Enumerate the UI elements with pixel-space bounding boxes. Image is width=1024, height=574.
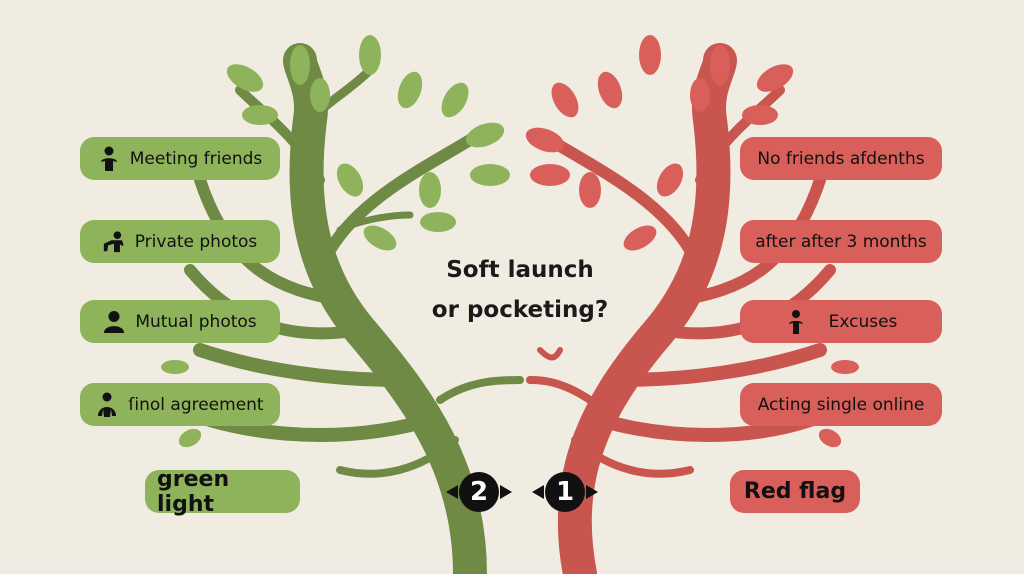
red-item-label: No friends afdenths: [757, 148, 925, 169]
person-icon: [100, 146, 117, 171]
green-item-label: ſinol agreement: [128, 394, 264, 415]
green-item-meeting-friends: Meeting friends: [80, 137, 280, 180]
person-icon: [788, 309, 803, 334]
title-line-1: Soft launch: [446, 257, 594, 283]
red-item-label: after after 3 months: [755, 231, 927, 252]
red-item-label: Acting single online: [757, 394, 925, 415]
title-line-2: or pocketing?: [431, 297, 609, 323]
badge-2: 2: [459, 472, 499, 512]
red-tree: [526, 43, 836, 574]
green-leaves: [161, 35, 510, 448]
person-bust-icon: [104, 310, 125, 333]
person-icon: [98, 392, 117, 417]
red-item-label: Excuses: [828, 311, 898, 332]
person-pointing-icon: [103, 230, 124, 252]
red-leaves: [525, 35, 859, 448]
red-item-excuses: Excuses: [740, 300, 942, 343]
green-item-label: Private photos: [134, 231, 258, 252]
red-item-acting-single: Acting single online: [740, 383, 942, 426]
green-item-agreement: ſinol agreement: [80, 383, 280, 426]
green-light-label: green light: [145, 467, 300, 517]
badge-1: 1: [545, 472, 585, 512]
red-flag-label: Red flag: [730, 470, 860, 513]
green-item-label: Mutual photos: [135, 311, 257, 332]
red-item-no-friends: No friends afdenths: [740, 137, 942, 180]
green-item-label: Meeting friends: [129, 148, 263, 169]
green-item-mutual-photos: Mutual photos: [80, 300, 280, 343]
green-item-private-photos: Private photos: [80, 220, 280, 263]
badge-arrows: [446, 485, 598, 499]
red-item-after-3-months: after after 3 months: [740, 220, 942, 263]
